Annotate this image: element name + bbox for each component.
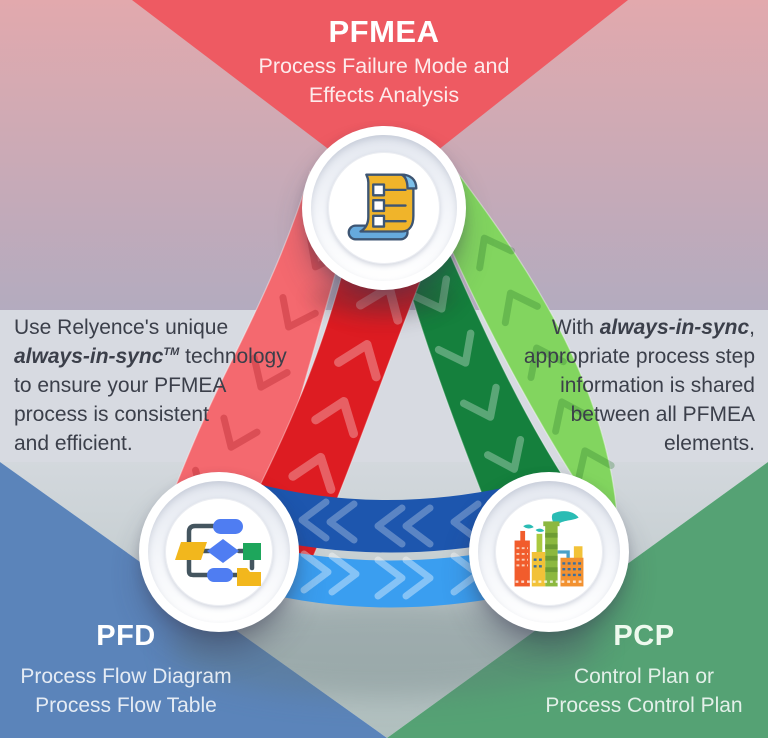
left-note-line1: Use Relyence's unique (14, 316, 229, 339)
left-note: Use Relyence's unique always-in-syncTM t… (14, 313, 294, 458)
factory-icon (514, 511, 584, 587)
pfmea-subtitle-line1: Process Failure Mode and (258, 54, 510, 78)
flowchart-icon (175, 519, 261, 586)
right-note: With always-in-sync, appropriate process… (490, 313, 755, 458)
right-note-line2: appropriate process step (523, 345, 755, 368)
scroll-checklist-icon (347, 173, 418, 241)
pfmea-title-block: PFMEA Process Failure Mode and Effects A… (0, 14, 768, 110)
pfmea-node-circle (302, 126, 466, 290)
pfmea-node-ring (311, 135, 457, 281)
pfmea-subtitle-line2: Effects Analysis (308, 83, 460, 107)
pfd-node-ring (148, 481, 290, 623)
pcp-subtitle-line2: Process Control Plan (545, 694, 743, 717)
left-note-line2: always-in-syncTM technology (14, 345, 287, 368)
pfd-heading: PFD (96, 620, 156, 652)
pfd-subtitle-line2: Process Flow Table (35, 694, 217, 717)
always-in-sync-term: always-in-sync (14, 345, 164, 368)
red-top-triangle (132, 0, 628, 192)
pfmea-heading: PFMEA (328, 14, 440, 49)
pcp-node-circle (469, 472, 629, 632)
right-note-line3: information is shared (560, 374, 755, 397)
left-note-line3: to ensure your PFMEA (14, 374, 227, 397)
pfd-node-circle (139, 472, 299, 632)
trademark-superscript: TM (163, 346, 180, 358)
pfd-subtitle-line1: Process Flow Diagram (20, 665, 232, 688)
pcp-subtitle-line1: Control Plan or (573, 665, 715, 688)
pcp-node-ring (478, 481, 620, 623)
floor-shadow (169, 598, 599, 698)
left-note-line4: process is consistent (14, 403, 209, 426)
right-note-line1: With always-in-sync, (551, 316, 755, 339)
pcp-heading: PCP (613, 620, 675, 652)
right-note-line4: between all PFMEA (570, 403, 755, 426)
top-node-shadow (310, 282, 458, 316)
left-note-line5: and efficient. (14, 432, 133, 455)
right-note-line5: elements. (663, 432, 755, 455)
pfd-title-block: PFD Process Flow Diagram Process Flow Ta… (0, 620, 252, 720)
always-in-sync-term: always-in-sync (599, 316, 750, 339)
pcp-title-block: PCP Control Plan or Process Control Plan (516, 620, 768, 720)
